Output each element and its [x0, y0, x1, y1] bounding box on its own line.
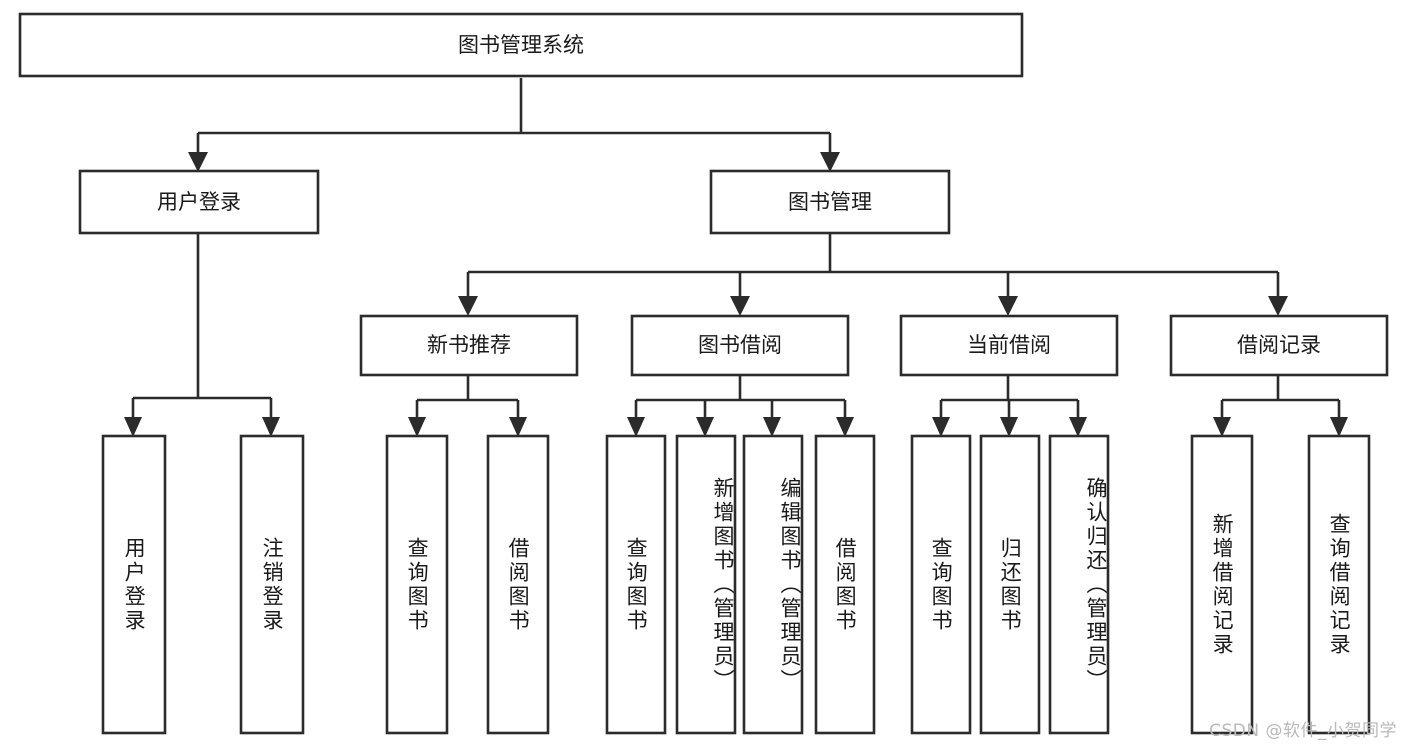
arrowhead-leaf-borrow-book-2 — [836, 417, 854, 437]
node-new-book-rec-label: 新书推荐 — [427, 333, 511, 357]
arrowhead-book-manage — [820, 152, 840, 172]
watermark-text: CSDN @软件_小贺同学 — [1209, 721, 1397, 741]
arrowhead-leaf-query-book-3 — [932, 417, 950, 437]
leaf-add-record-box[interactable] — [1190, 434, 1254, 735]
arrowhead-leaf-borrow-book-1 — [509, 417, 527, 437]
leaf-edit-book-box[interactable] — [742, 434, 804, 735]
leaf-return-book-box[interactable] — [979, 434, 1041, 735]
node-book-borrow-box[interactable] — [630, 314, 850, 377]
node-current-borrow-label: 当前借阅 — [967, 333, 1051, 357]
arrowhead-book-borrow — [730, 296, 750, 316]
arrowhead-leaf-add-book — [696, 417, 714, 437]
node-book-borrow[interactable]: 图书借阅 — [630, 314, 850, 377]
node-user-login-box[interactable] — [78, 169, 320, 235]
leaf-borrow-book-2-box[interactable] — [814, 434, 876, 735]
node-borrow-record[interactable]: 借阅记录 — [1169, 314, 1389, 377]
arrowhead-leaf-user-login — [124, 417, 142, 437]
arrowhead-leaf-query-record — [1330, 417, 1348, 437]
arrowhead-current-borrow — [998, 296, 1018, 316]
arrowhead-group — [124, 152, 1348, 437]
node-user-login[interactable]: 用户登录 — [78, 169, 320, 235]
arrowhead-leaf-edit-book — [763, 417, 781, 437]
leaf-box-group — [101, 434, 1371, 735]
node-book-manage-box[interactable] — [709, 169, 951, 235]
node-book-manage-label: 图书管理 — [788, 190, 872, 214]
node-current-borrow-box[interactable] — [899, 314, 1119, 377]
arrowhead-leaf-return-book — [1000, 417, 1018, 437]
node-root-label: 图书管理系统 — [458, 33, 584, 57]
arrowhead-new-book-rec — [458, 296, 478, 316]
leaf-query-record-box[interactable] — [1307, 434, 1371, 735]
node-borrow-record-label: 借阅记录 — [1237, 333, 1321, 357]
leaf-add-book-box[interactable] — [675, 434, 737, 735]
arrowhead-user-login — [188, 152, 208, 172]
leaf-query-book-1-box[interactable] — [385, 434, 449, 735]
arrowhead-borrow-record — [1268, 296, 1288, 316]
leaf-query-book-2-box[interactable] — [605, 434, 667, 735]
leaf-query-book-3-box[interactable] — [910, 434, 972, 735]
arrowhead-leaf-logout — [262, 417, 280, 437]
leaf-user-login-box[interactable] — [101, 434, 167, 735]
connector-group — [131, 78, 1341, 420]
node-borrow-record-box[interactable] — [1169, 314, 1389, 377]
arrowhead-leaf-confirm-return — [1069, 417, 1087, 437]
arrowhead-leaf-query-book-1 — [408, 417, 426, 437]
node-book-manage[interactable]: 图书管理 — [709, 169, 951, 235]
node-user-login-label: 用户登录 — [157, 190, 241, 214]
node-root[interactable]: 图书管理系统 — [18, 12, 1024, 78]
leaf-confirm-return-box[interactable] — [1048, 434, 1110, 735]
leaf-logout-box[interactable] — [239, 434, 305, 735]
node-current-borrow[interactable]: 当前借阅 — [899, 314, 1119, 377]
node-root-box[interactable] — [18, 12, 1024, 78]
node-new-book-rec-box[interactable] — [359, 314, 579, 377]
node-new-book-rec[interactable]: 新书推荐 — [359, 314, 579, 377]
node-book-borrow-label: 图书借阅 — [698, 333, 782, 357]
arrowhead-leaf-query-book-2 — [627, 417, 645, 437]
leaf-borrow-book-1-box[interactable] — [486, 434, 550, 735]
arrowhead-leaf-add-record — [1213, 417, 1231, 437]
